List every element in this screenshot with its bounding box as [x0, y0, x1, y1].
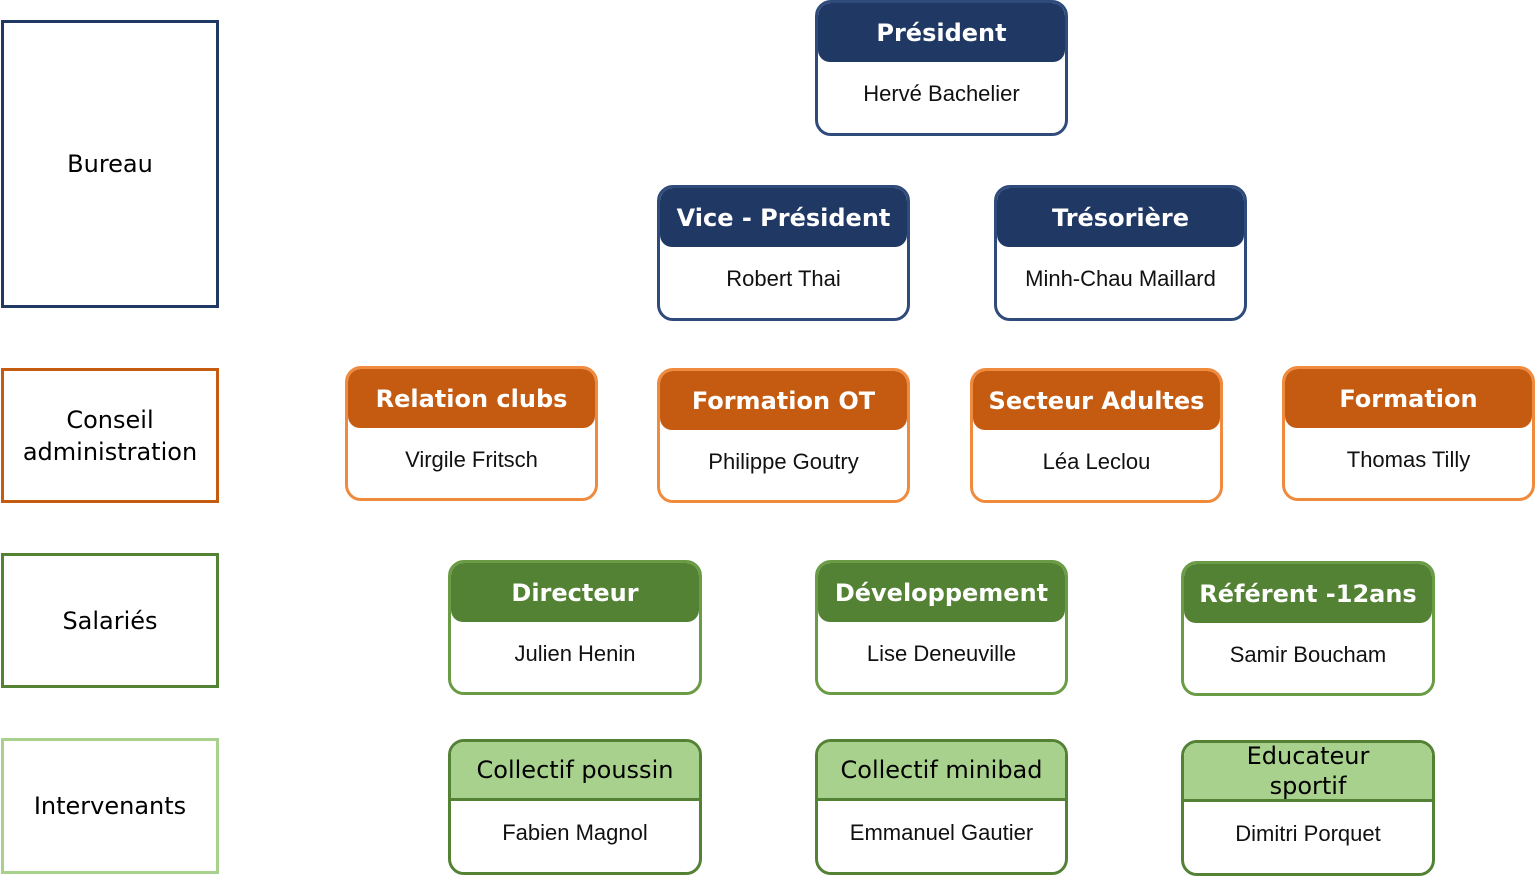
card-role: Directeur — [451, 563, 699, 622]
card-role: Secteur Adultes — [973, 371, 1220, 430]
category-salaries-label: Salariés — [62, 606, 158, 635]
card-role: Relation clubs — [348, 369, 595, 428]
category-conseil-label: Conseil administration — [22, 405, 198, 466]
card-formation-ot: Formation OT Philippe Goutry — [657, 368, 910, 503]
card-name: Virgile Fritsch — [405, 447, 538, 472]
card-role: Formation — [1285, 369, 1532, 428]
card-referent-12ans: Référent -12ans Samir Boucham — [1181, 561, 1435, 696]
category-salaries: Salariés — [1, 553, 219, 688]
card-name: Hervé Bachelier — [863, 81, 1020, 106]
card-name: Emmanuel Gautier — [849, 820, 1034, 845]
card-role: Vice - Président — [660, 188, 907, 247]
card-role: Collectif poussin — [451, 742, 699, 801]
card-vice-president: Vice - Président Robert Thai — [657, 185, 910, 321]
category-bureau: Bureau — [1, 20, 219, 308]
card-formation: Formation Thomas Tilly — [1282, 366, 1535, 501]
category-intervenants: Intervenants — [1, 738, 219, 874]
card-role: Formation OT — [660, 371, 907, 430]
category-conseil-administration: Conseil administration — [1, 368, 219, 503]
card-name: Thomas Tilly — [1346, 447, 1471, 472]
card-tresoriere: Trésorière Minh-Chau Maillard — [994, 185, 1247, 321]
card-directeur: Directeur Julien Henin — [448, 560, 702, 695]
card-name: Julien Henin — [514, 641, 636, 666]
card-role: Référent -12ans — [1184, 564, 1432, 623]
card-role: Président — [818, 3, 1065, 62]
card-role: Développement — [818, 563, 1065, 622]
card-collectif-minibad: Collectif minibad Emmanuel Gautier — [815, 739, 1068, 875]
card-name: Lise Deneuville — [866, 641, 1017, 666]
category-intervenants-label: Intervenants — [33, 792, 187, 820]
card-name: Fabien Magnol — [502, 820, 648, 845]
card-name: Samir Boucham — [1229, 642, 1387, 667]
card-name: Léa Leclou — [1042, 449, 1151, 474]
card-role: Trésorière — [997, 188, 1244, 247]
card-secteur-adultes: Secteur Adultes Léa Leclou — [970, 368, 1223, 503]
card-president: Président Hervé Bachelier — [815, 0, 1068, 136]
card-name: Dimitri Porquet — [1235, 821, 1381, 846]
card-collectif-poussin: Collectif poussin Fabien Magnol — [448, 739, 702, 875]
card-name: Philippe Goutry — [708, 449, 859, 474]
card-role: Collectif minibad — [818, 742, 1065, 801]
category-bureau-label: Bureau — [67, 150, 153, 178]
card-name: Minh-Chau Maillard — [1025, 266, 1216, 291]
card-educateur-sportif: Educateur sportif Dimitri Porquet — [1181, 740, 1435, 876]
card-name: Robert Thai — [726, 266, 841, 291]
card-role: Educateur sportif — [1184, 743, 1432, 802]
card-developpement: Développement Lise Deneuville — [815, 560, 1068, 695]
card-relation-clubs: Relation clubs Virgile Fritsch — [345, 366, 598, 501]
